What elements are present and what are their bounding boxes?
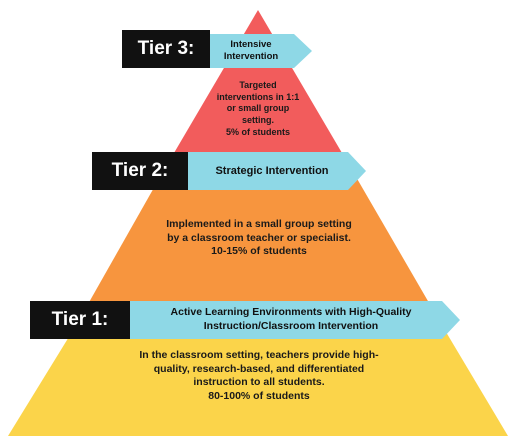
tier3-description-line-4: setting.: [241, 115, 274, 126]
tier3-banner-line-1: Intensive: [230, 39, 272, 51]
tier2-label-text: Tier 2:: [111, 160, 169, 181]
tier3-label: Tier 3:: [122, 30, 210, 68]
tier3-description-line-3: or small group: [226, 103, 290, 114]
tier1-banner-line-1: Active Learning Environments with High-Q…: [170, 306, 412, 319]
tier3-description-line-1: Targeted: [239, 80, 277, 90]
tier2-description-line-2: by a classroom teacher or specialist.: [167, 231, 351, 244]
tier3-banner-line-2: Intervention: [223, 51, 279, 62]
tier1-description-line-2: quality, research-based, and differentia…: [153, 362, 365, 375]
tier3-description-line-2: interventions in 1:1: [216, 91, 300, 102]
tier1-label-text: Tier 1:: [51, 309, 109, 330]
tier1-segment: [8, 327, 508, 436]
tier1-description: In the classroom setting, teachers provi…: [96, 349, 422, 404]
tier3-label-text: Tier 3:: [137, 38, 195, 59]
tier2-label: Tier 2:: [92, 152, 188, 190]
tier1-description-line-4: 80-100% of students: [208, 389, 310, 402]
tier2-description: Implemented in a small group setting by …: [108, 218, 410, 259]
tier1-banner-line-2: Instruction/Classroom Intervention: [203, 320, 379, 332]
tier2-banner-text: Strategic Intervention: [215, 165, 329, 177]
tier1-banner: Active Learning Environments with High-Q…: [122, 301, 460, 339]
tier3-description-line-5: 5% of students: [225, 126, 290, 137]
tier1-description-line-3: instruction to all students.: [193, 376, 325, 389]
tier2-banner: Strategic Intervention: [178, 152, 366, 190]
tier1-label: Tier 1:: [30, 301, 130, 339]
tier3-banner: Intensive Intervention: [190, 34, 312, 68]
tier3-description: Targeted interventions in 1:1 or small g…: [188, 80, 328, 138]
tier2-segment: [75, 170, 443, 327]
tier2-description-line-3: 10-15% of students: [211, 245, 307, 258]
tier2-description-line-1: Implemented in a small group setting: [166, 218, 352, 230]
tier1-description-line-1: In the classroom setting, teachers provi…: [139, 349, 379, 361]
tier3-segment: [164, 10, 352, 170]
